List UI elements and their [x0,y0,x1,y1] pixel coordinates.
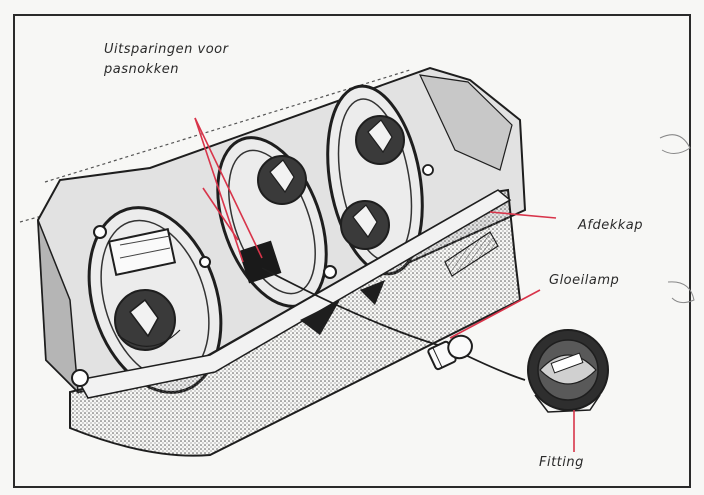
margin-scribble [659,134,691,154]
cover-strip-top-edge [76,189,512,399]
figure-border [13,14,691,488]
cover-label: Afdekkap [578,218,643,233]
cover-clips [300,280,385,335]
recesses-label-line2: pasnokken [104,62,179,77]
warning-lamp-holder [107,227,177,277]
fitting-label: Fitting [539,455,584,470]
screw-left [93,225,107,239]
cover-spring [444,231,499,277]
screw-middle [323,265,337,279]
bulb-label: Gloeilamp [549,273,620,288]
cover-mount-screw [71,369,89,387]
bulb [427,334,473,371]
housing-top-rim [418,74,513,171]
fitting [527,329,609,413]
recesses-label: Uitsparingen voor pasnokken [104,40,228,80]
wire [261,267,526,381]
leader-lines [194,117,575,452]
recesses-label-line1: Uitsparingen voor [104,42,229,57]
